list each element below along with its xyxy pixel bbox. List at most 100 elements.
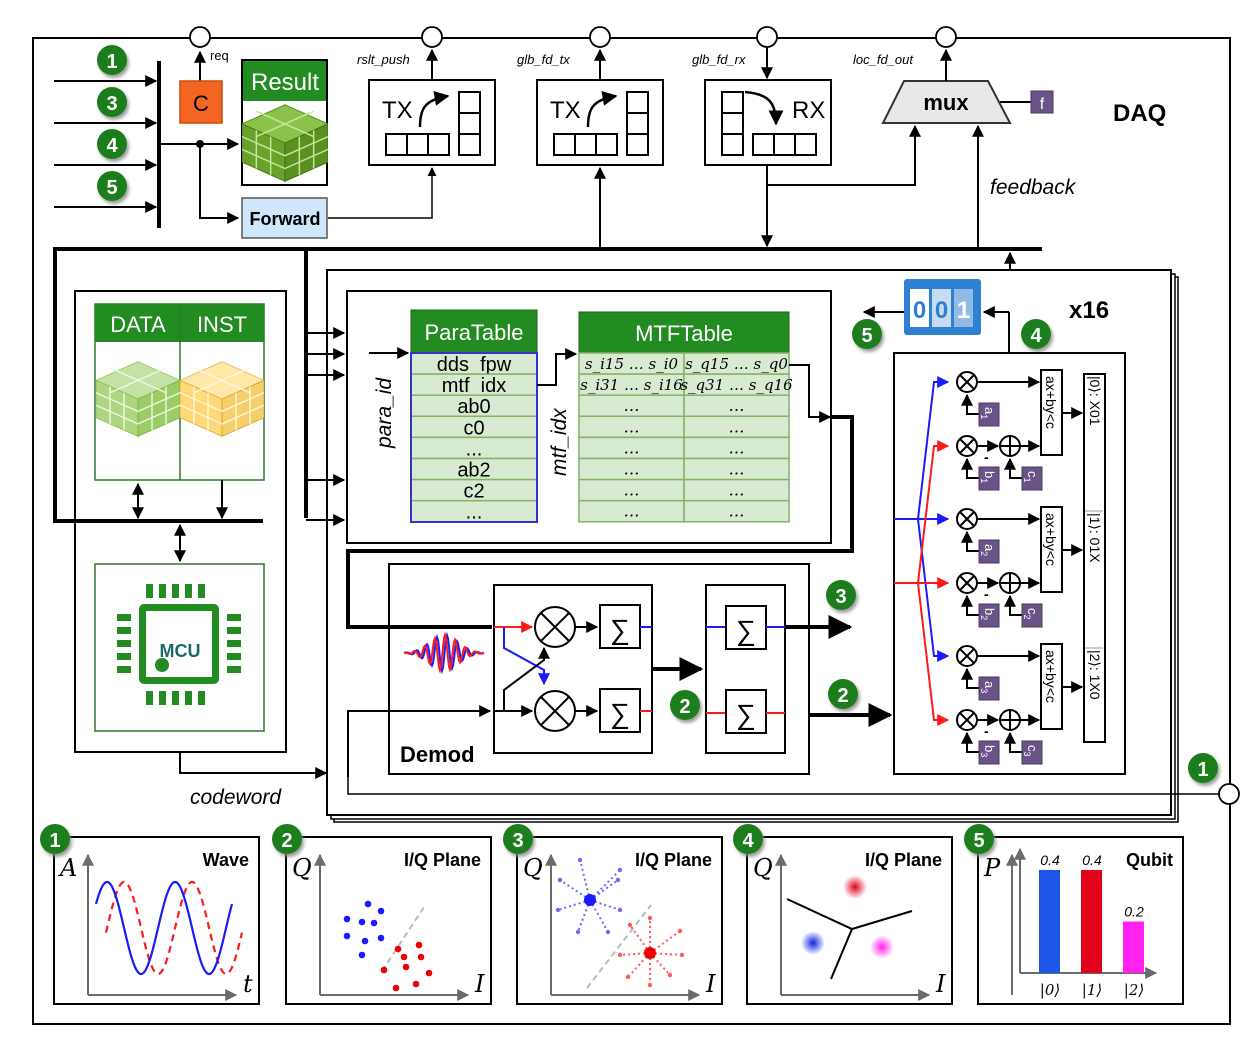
bar-state-0 [1039, 870, 1060, 973]
mtftable-cell-text: s_i15 … s_i0 [585, 355, 679, 373]
port-glb-fd-rx[interactable] [756, 26, 778, 48]
iq-point-1 [400, 953, 408, 961]
mux-select-label: f [1040, 96, 1045, 113]
param-b2[interactable] [978, 603, 1000, 628]
input-lines [54, 50, 240, 228]
data-header [95, 304, 180, 342]
panel-title: I/Q Plane [404, 850, 481, 870]
param-c3[interactable] [1021, 740, 1043, 765]
mux-select-f[interactable] [1030, 90, 1054, 114]
paratable-cell: ... [466, 502, 483, 524]
accumulator-bottom [725, 689, 767, 734]
rx-block-glb-fd-rx[interactable]: RX [704, 79, 832, 166]
mux-block[interactable] [881, 80, 1012, 124]
mtftable-cell-text: … [729, 438, 745, 457]
iq-point-0 [343, 932, 351, 940]
compare-block[interactable] [179, 80, 223, 124]
mcu-label: MCU [160, 641, 201, 661]
mtf-idx-label: mtf_idx [548, 407, 571, 476]
signal-wave [94, 880, 234, 976]
iq-point-0 [377, 934, 385, 942]
badge-input-1 [1188, 753, 1218, 783]
mtftable-cell-text: … [624, 396, 640, 415]
mtftable-cell-text: … [624, 417, 640, 436]
iq-point-0 [361, 937, 369, 945]
port-glb-fd-tx[interactable] [589, 26, 611, 48]
junction-dot [196, 140, 204, 148]
data-label: DATA [110, 312, 166, 337]
paratable-cell: ab2 [457, 460, 490, 482]
iq-point-1 [394, 945, 402, 953]
input-badge-5-text: 5 [106, 177, 117, 199]
demod-label: Demod [400, 742, 475, 767]
port-circles [189, 26, 1240, 805]
bar-category-label: |0⟩ [1040, 981, 1060, 999]
input-badge-5 [97, 171, 127, 201]
param-c2[interactable] [1021, 603, 1043, 628]
param-a1[interactable] [978, 402, 1000, 427]
panel-badge [503, 824, 533, 854]
paratable-cell: c2 [463, 481, 484, 503]
panel-ylabel: Q [753, 854, 773, 882]
iq-point-0 [358, 951, 366, 959]
iq-point-1 [402, 963, 410, 971]
mtftable-cell-text: … [624, 481, 640, 500]
badge-out-2 [828, 679, 858, 709]
voronoi-boundary-2 [830, 928, 853, 980]
mtftable-cell[interactable] [683, 499, 790, 523]
tx-block-rslt-push[interactable]: TX [368, 79, 496, 166]
param-a3[interactable] [978, 676, 1000, 701]
iq-point-1 [415, 941, 423, 949]
paratable[interactable]: ParaTable dds_fpwmtf_idxab0c0...ab2c2... [410, 309, 538, 524]
inst-header [180, 304, 264, 342]
feedback-label: feedback [990, 176, 1077, 199]
counter-digit-0: 0 [913, 297, 926, 324]
input-badge-1 [97, 45, 127, 75]
iq-point-0 [364, 900, 372, 908]
reference-wave [104, 880, 244, 976]
bar-value-label: 0.4 [1040, 852, 1060, 868]
bar-value-label: 0.2 [1124, 904, 1144, 920]
para-id-label: para_id [373, 377, 396, 449]
replicas-label: x16 [1069, 297, 1109, 324]
iq-point-1 [392, 984, 400, 992]
port-req[interactable] [189, 26, 211, 48]
mtftable-header: MTFTable [635, 321, 733, 346]
state-0-mean [584, 894, 596, 906]
loc-fd-out-label: loc_fd_out [853, 52, 914, 67]
param-b1[interactable] [978, 466, 1000, 491]
param-b3[interactable] [978, 740, 1000, 765]
param-a2[interactable] [978, 539, 1000, 564]
port-loc-fd-out[interactable] [935, 26, 957, 48]
panel-ylabel: P [983, 854, 1001, 882]
iq-point-1 [417, 953, 425, 961]
mcu-chip-icon [117, 584, 241, 705]
port-wave-in[interactable] [1218, 783, 1240, 805]
panel-badge-text: 1 [49, 830, 60, 852]
bar-state-2 [1123, 921, 1144, 973]
panel-badge [40, 824, 70, 854]
badge-out-2-text: 2 [837, 685, 848, 707]
daq-label: DAQ [1113, 100, 1166, 127]
q-signal-fan [894, 440, 950, 726]
state-code-label: |1⟩: 01X [1087, 513, 1103, 563]
badge-demod-2-text: 2 [679, 696, 690, 718]
rx-label: RX [792, 97, 825, 124]
mtftable-cell-text: … [624, 438, 640, 457]
iq-point-0 [370, 919, 378, 927]
forward-block[interactable] [241, 197, 328, 239]
input-badge-3-text: 3 [106, 93, 117, 115]
paratable-cell: ... [466, 438, 483, 460]
tx-block-glb-fd-tx[interactable]: TX [536, 79, 664, 166]
bar-state-1 [1081, 870, 1102, 973]
i-signal-fan [894, 376, 950, 662]
panel-ylabel: Q [523, 854, 543, 882]
panel-xlabel: t [243, 970, 253, 998]
param-c1[interactable] [1021, 466, 1043, 491]
port-rslt-push[interactable] [421, 26, 443, 48]
mtftable-cell-text: s_q31 … s_q16 [680, 376, 793, 394]
